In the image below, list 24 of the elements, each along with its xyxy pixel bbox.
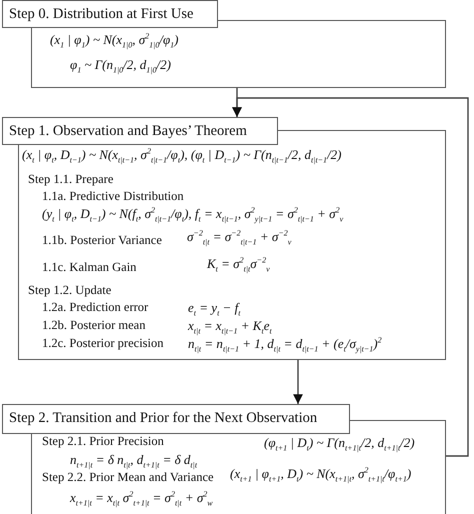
substep-label: 1.2c. Posterior precision [42, 336, 164, 351]
formula: n$_{t+1|t}$ = δ n$_{t|t}$, d$_{t+1|t}$ = δ d$_{t|t}$ [70, 452, 198, 467]
arrow [293, 360, 303, 404]
formula: (x$_{t+1}$ | φ$_{t+1}$, D$_{t}$) ~ N(x$_{t+1|t}$, σ$^{2}$$_{t+1|t}$/φ$_{t+1}$) [230, 466, 412, 481]
substep-label: 1.2a. Prediction error [42, 300, 148, 315]
formula: (x$_{1}$ | φ$_{1}$) ~ N(x$_{1|0}$, σ$^{2}$$_{1|0}$/φ$_{1}$) [50, 32, 178, 47]
step-heading: Step 2. Transition and Prior for the Next Observation [2, 404, 350, 434]
formula: (φ$_{t+1}$ | D$_{t}$) ~ Γ(n$_{t+1|t}$/2, d$_{t+1|t}$/2) [264, 435, 415, 450]
substep-label: 1.1a. Predictive Distribution [42, 189, 184, 204]
step-heading: Step 0. Distribution at First Use [2, 0, 218, 28]
substep-label: Step 1.2. Update [28, 283, 112, 298]
substep-label: 1.1c. Kalman Gain [42, 260, 136, 275]
substep-label: Step 1.1. Prepare [28, 172, 114, 187]
substep-label: Step 2.1. Prior Precision [42, 434, 164, 449]
formula: e$_{t}$ = y$_{t}$ − f$_{t}$ [188, 300, 240, 315]
formula: n$_{t|t}$ = n$_{t|t−1}$ + 1, d$_{t|t}$ = d$_{t|t−1}$ + (e$_{t}$/σ$_{y|t−1}$)$^{2}$ [188, 336, 382, 351]
formula: φ$_{1}$ ~ Γ(n$_{1|0}$/2, d$_{1|0}$/2) [70, 57, 171, 72]
formula: (x$_{t}$ | φ$_{t}$, D$_{t−1}$) ~ N(x$_{t|t−1}$, σ$^{2}$$_{t|t−1}$/φ$_{t}$), (φ$_{t}$ | D$_{t−1}$) ~ Γ(n$_{t|t−1}$/2, d$_{t|t−1}$/2) [22, 147, 342, 162]
arrow [232, 97, 469, 457]
substep-label: 1.2b. Posterior mean [42, 318, 146, 333]
substep-label: 1.1b. Posterior Variance [42, 233, 162, 248]
step-heading: Step 1. Observation and Bayes’ Theorem [2, 117, 278, 145]
formula: x$_{t|t}$ = x$_{t|t−1}$ + K$_{t}$e$_{t}$ [188, 318, 272, 333]
substep-label: Step 2.2. Prior Mean and Variance [42, 470, 214, 485]
